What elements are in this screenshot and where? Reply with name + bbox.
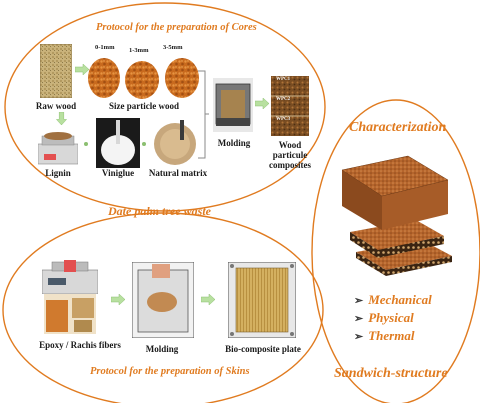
wpc-tag: WPC3 xyxy=(276,117,291,122)
cores-ellipse xyxy=(4,2,326,212)
arrow-right-icon xyxy=(75,64,89,75)
connector-dot xyxy=(84,142,88,146)
molding-label: Molding xyxy=(217,138,251,148)
bio-composite-plate-image xyxy=(228,262,296,338)
characterization-title: Characterization xyxy=(349,120,447,135)
viniglue-label: Viniglue xyxy=(101,168,135,178)
property-item: ➢ Thermal xyxy=(354,328,414,344)
arrow-right-icon xyxy=(111,294,125,305)
skins-molding-label: Molding xyxy=(145,344,179,354)
wpc-tag: WPC2 xyxy=(276,97,291,102)
skins-title: Protocol for the preparation of Skins xyxy=(90,366,250,377)
viniglue-image xyxy=(96,118,140,168)
balance-image xyxy=(42,260,98,294)
molding-image xyxy=(213,78,253,132)
property-label: Physical xyxy=(368,310,414,325)
characterization-ellipse xyxy=(311,99,480,403)
particle-size-label: 3-5mm xyxy=(163,44,183,51)
center-title: Date palm tree waste xyxy=(108,204,211,218)
lignin-label: Lignin xyxy=(45,168,71,178)
sandwich-structure-title: Sandwich-structure xyxy=(334,366,448,381)
cores-title: Protocol for the preparation of Cores xyxy=(96,22,257,33)
wpc-tag: WPC1 xyxy=(276,77,291,82)
wpc-samples-image xyxy=(271,76,309,136)
natural-matrix-label: Natural matrix xyxy=(148,168,208,178)
natural-matrix-image xyxy=(154,120,196,165)
skins-ellipse xyxy=(2,212,324,403)
property-label: Thermal xyxy=(368,328,415,343)
arrow-right-icon xyxy=(201,294,215,305)
wood-particles-image xyxy=(88,58,199,99)
property-label: Mechanical xyxy=(368,292,432,307)
skins-molding-image xyxy=(132,262,194,338)
plate-label: Bio-composite plate xyxy=(225,344,301,354)
particle-size-label: 1-3mm xyxy=(129,47,149,54)
bullet-arrow-icon: ➢ xyxy=(354,313,364,325)
raw-wood-image xyxy=(40,44,72,98)
property-item: ➢ Physical xyxy=(354,310,414,326)
lignin-image xyxy=(38,132,78,165)
arrow-down-icon xyxy=(56,112,67,125)
rachis-fibers-image xyxy=(44,294,96,334)
bullet-arrow-icon: ➢ xyxy=(354,295,364,307)
particle-size-label: 0-1mm xyxy=(95,44,115,51)
raw-wood-label: Raw wood xyxy=(35,101,77,111)
composites-label: Wood particule composites xyxy=(269,140,311,170)
size-particle-label: Size particle wood xyxy=(109,101,179,111)
arrow-right-icon xyxy=(255,98,269,109)
bracket-connector xyxy=(198,70,209,159)
property-item: ➢ Mechanical xyxy=(354,292,432,308)
sandwich-structure-image xyxy=(341,155,452,276)
bullet-arrow-icon: ➢ xyxy=(354,331,364,343)
epoxy-label: Epoxy / Rachis fibers xyxy=(39,340,121,350)
connector-dot xyxy=(142,142,146,146)
